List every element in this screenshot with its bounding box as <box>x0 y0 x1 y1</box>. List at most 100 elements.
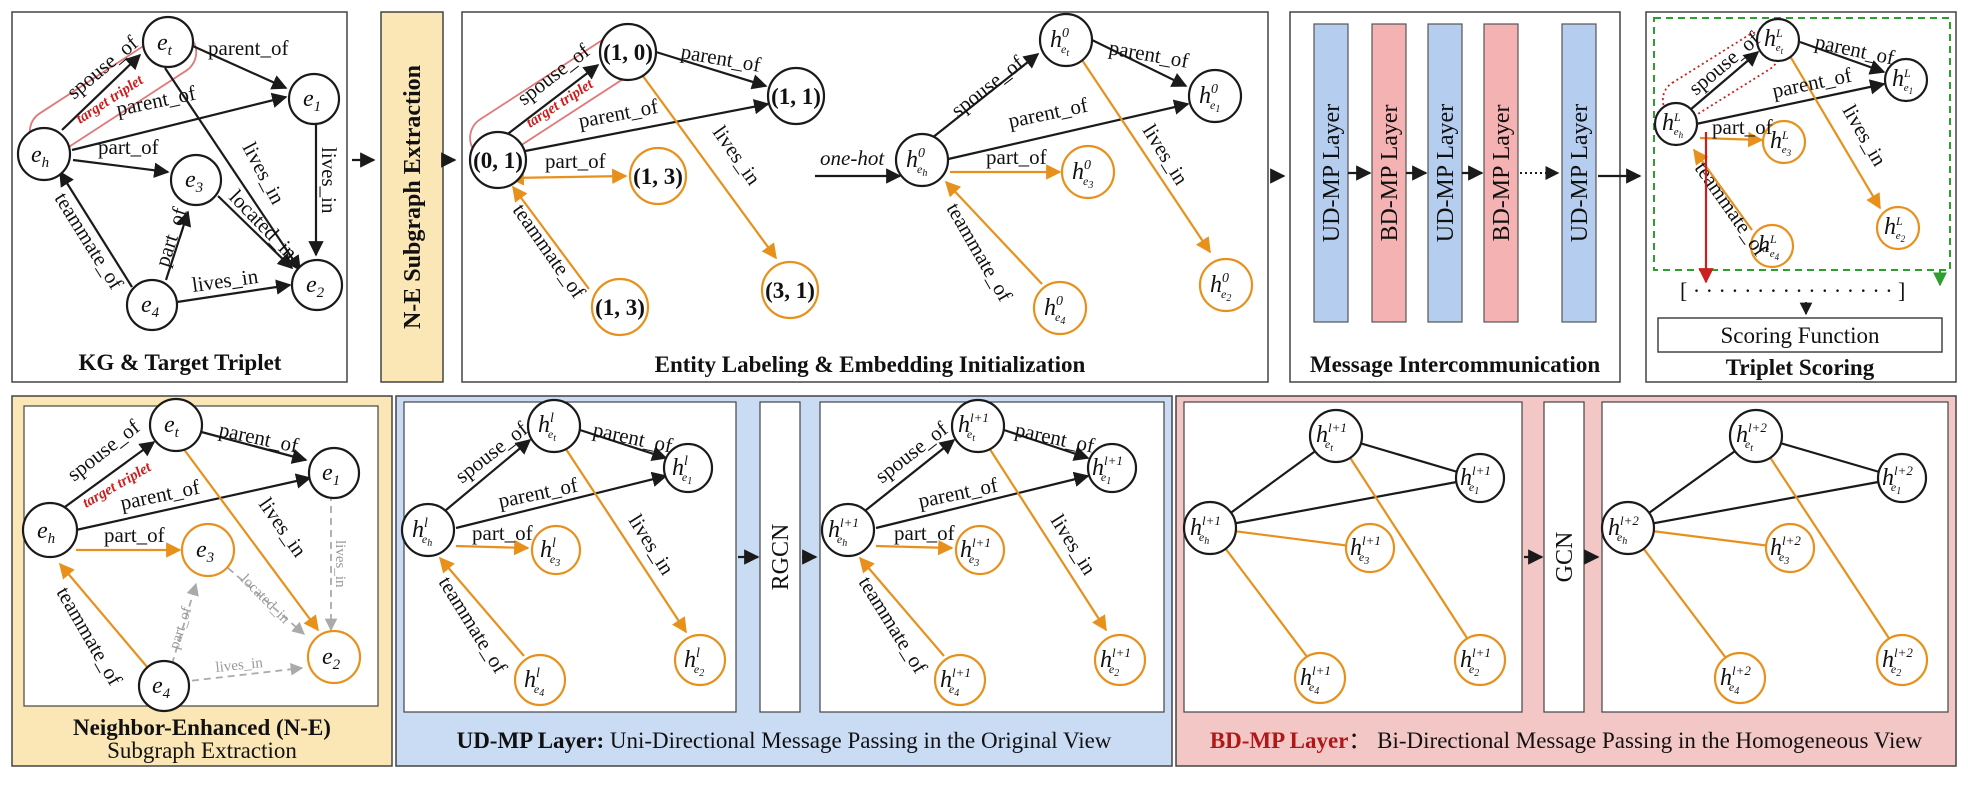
svg-text:hl+1e1: hl+1e1 <box>1460 463 1491 497</box>
label-e2: e2 <box>306 272 325 301</box>
svg-text:hl+1e4: hl+1e4 <box>1300 663 1331 697</box>
svg-text:hl+2e4: hl+2e4 <box>1720 663 1751 697</box>
ne-extraction-bar <box>380 11 444 383</box>
label-e3: e3 <box>185 167 203 196</box>
node-e1 <box>287 72 341 126</box>
label-tuple-e4: (1, 3) <box>595 295 645 320</box>
gcn-label: GCN <box>1552 532 1578 583</box>
svg-text:hl+1et: hl+1et <box>958 410 989 444</box>
layer-ud-1-label: UD-MP Layer <box>1319 104 1345 242</box>
rel-part-of-9: part_of <box>894 521 955 545</box>
svg-text:hl+2eh: hl+2eh <box>1608 513 1639 547</box>
caption-message: Message Intercommunication <box>1310 352 1600 377</box>
node-et <box>141 15 195 69</box>
svg-text:hl+2et: hl+2et <box>1736 420 1767 454</box>
caption-kg: KG & Target Triplet <box>79 350 282 375</box>
scoring-bracket: [ · · · · · · · · · · · · · · · · ] <box>1680 278 1905 303</box>
node-label-eh <box>468 130 528 190</box>
svg-text:e4: e4 <box>152 673 171 702</box>
layer-ud-2-label: UD-MP Layer <box>1433 104 1459 242</box>
layer-ud-1 <box>1313 23 1349 323</box>
svg-text:hl+1et: hl+1et <box>1316 420 1347 454</box>
node-e4 <box>125 278 179 332</box>
rel-part-of: part_of <box>98 135 159 159</box>
panel-ne-extraction: N-E Subgraph Extraction <box>380 11 444 383</box>
svg-text:e2: e2 <box>322 644 341 673</box>
label-tuple-e1: (1, 1) <box>771 84 821 109</box>
svg-text:hl+2e3: hl+2e3 <box>1770 533 1801 567</box>
caption-bdmp: BD-MP Layer： Bi-Directional Message Pass… <box>1210 728 1923 753</box>
svg-text:hl+1e3: hl+1e3 <box>1350 533 1381 567</box>
node-label-et <box>598 22 658 82</box>
gcn-box <box>1543 401 1585 713</box>
layer-bd-2-label: BD-MP Layer <box>1489 104 1515 241</box>
label-e4: e4 <box>141 292 160 321</box>
svg-text:hl+1e3: hl+1e3 <box>960 535 991 569</box>
svg-text:hl+2e1: hl+2e1 <box>1882 463 1913 497</box>
caption-ne-sub: Subgraph Extraction <box>107 738 297 763</box>
scoring-green-box <box>1653 17 1951 271</box>
label-tuple-eh: (0, 1) <box>473 148 523 173</box>
svg-text:hl+1e1: hl+1e1 <box>1092 453 1123 487</box>
layer-ud-3 <box>1561 23 1597 323</box>
label-tuple-e3: (1, 3) <box>633 164 683 189</box>
caption-scoring: Triplet Scoring <box>1726 355 1875 380</box>
label-eh: eh <box>31 142 49 171</box>
node-label-e1 <box>766 66 826 126</box>
label-et: et <box>157 30 173 59</box>
node-e2 <box>290 258 344 312</box>
panel-ne-detail: et eh e1 e3 e2 e4 spouse_of target tripl… <box>11 395 393 767</box>
ne-extraction-text: N-E Subgraph Extraction <box>400 65 426 329</box>
layer-ud-2 <box>1427 23 1463 323</box>
layer-ud-3-label: UD-MP Layer <box>1567 104 1593 242</box>
node-label-e2 <box>760 260 820 320</box>
rel-lives-in-8: lives_in <box>332 540 348 588</box>
panel-kg: et eh e1 e3 e2 e4 spouse_of target tripl… <box>11 11 348 383</box>
layer-bd-1 <box>1371 23 1407 323</box>
rel-part-of-5: part_of <box>1712 115 1773 139</box>
layer-bd-2 <box>1483 23 1519 323</box>
label-e1: e1 <box>303 86 321 115</box>
one-hot-label: one-hot <box>820 146 885 170</box>
rel-part-of-8: part_of <box>472 521 533 545</box>
node-eh <box>16 126 72 182</box>
layer-bd-1-label: BD-MP Layer <box>1377 104 1403 241</box>
rel-part-of-4: part_of <box>986 145 1047 169</box>
caption-udmp: UD-MP Layer: Uni-Directional Message Pas… <box>457 728 1112 753</box>
scoring-function-box <box>1657 317 1943 353</box>
rgcn-box <box>759 401 801 713</box>
caption-labeling: Entity Labeling & Embedding Initializati… <box>655 352 1086 377</box>
label-tuple-et: (1, 0) <box>603 40 653 65</box>
panel-message: UD-MP Layer BD-MP Layer UD-MP Layer BD-M… <box>1289 11 1621 383</box>
rgcn-label: RGCN <box>768 524 794 591</box>
node-label-e3 <box>628 146 688 206</box>
svg-text:hl+2e2: hl+2e2 <box>1882 645 1913 679</box>
label-tuple-e2: (3, 1) <box>765 278 815 303</box>
svg-text:hl+1e2: hl+1e2 <box>1460 645 1491 679</box>
svg-text:hl+1eh: hl+1eh <box>1190 513 1221 547</box>
svg-text:hl+1e4: hl+1e4 <box>940 665 971 699</box>
svg-text:hl+1eh: hl+1eh <box>828 515 859 549</box>
rel-lives-in-9: lives_in <box>215 655 264 676</box>
rel-part-of-3: part_of <box>545 149 606 173</box>
panel-labeling: (1, 0) (0, 1) (1, 1) (1, 3) (3, 1) (1, 3… <box>461 11 1269 383</box>
